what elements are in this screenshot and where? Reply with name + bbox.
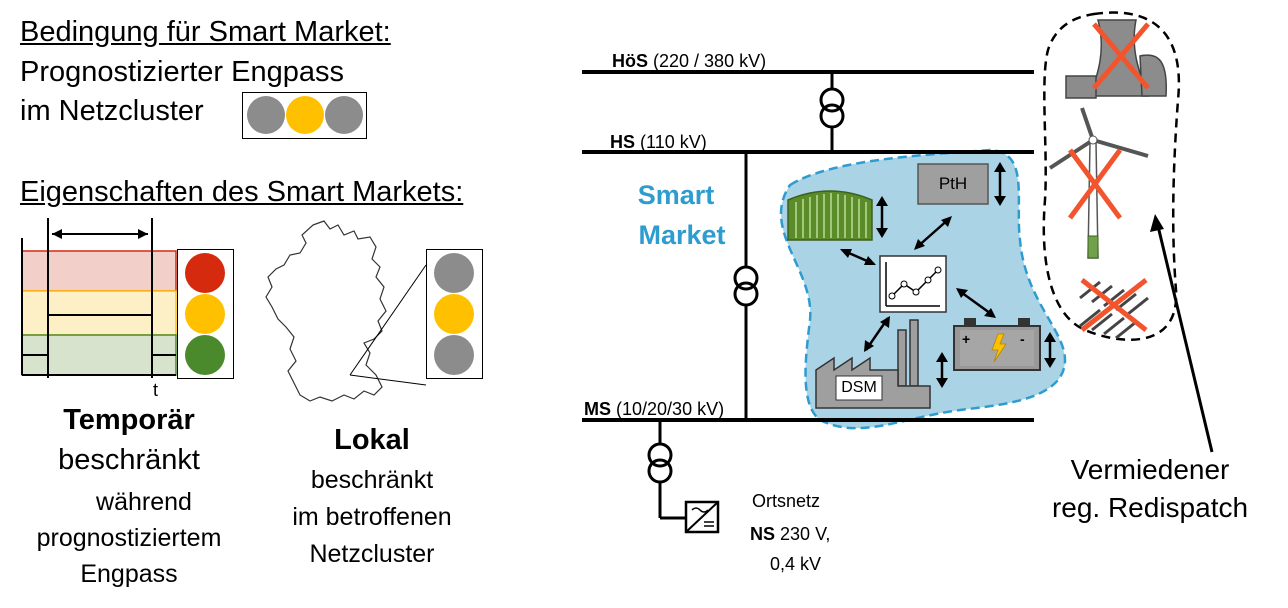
hs-label: HS (110 kV) [610, 132, 707, 153]
light-grey-icon [434, 335, 474, 375]
temporal-title: Temporär [63, 404, 195, 436]
svg-text:-: - [1020, 331, 1025, 347]
light-grey-icon [325, 96, 363, 134]
condition-traffic-light-icon [242, 92, 367, 139]
ns-label: NS 230 V, [750, 524, 830, 545]
condition-heading: Bedingung für Smart Market: [20, 16, 391, 48]
ortsnetz-label: Ortsnetz [752, 491, 821, 511]
light-yellow-icon [286, 96, 324, 134]
battery-icon: + - [953, 318, 1056, 371]
ortsnetz-station-icon [684, 500, 720, 534]
transformer-icon [733, 152, 759, 420]
ms-label: MS (10/20/30 kV) [584, 399, 724, 420]
temporal-chart [21, 218, 177, 378]
wind-turbine-icon [1048, 107, 1149, 259]
light-grey-icon [247, 96, 285, 134]
pth-label: PtH [938, 174, 968, 193]
smart-market-title-1: Smart [637, 180, 715, 210]
local-traffic-light-icon [426, 249, 483, 379]
ns-level: NS [750, 524, 776, 544]
transformer-icon [647, 420, 686, 520]
properties-heading: Eigenschaften des Smart Markets: [20, 176, 464, 208]
light-yellow-icon [185, 294, 225, 334]
transformer-icon [819, 72, 845, 152]
light-yellow-icon [434, 294, 474, 334]
hos-level: HöS [612, 51, 648, 71]
hos-voltage: (220 / 380 kV) [653, 51, 767, 71]
load-profile [22, 314, 176, 356]
pth-box [917, 162, 1006, 206]
light-green-icon [185, 335, 225, 375]
light-grey-icon [434, 253, 474, 293]
dsm-label: DSM [841, 379, 877, 396]
temporal-detail-2: prognostiziertem [36, 524, 222, 552]
solar-panel-icon [1079, 278, 1149, 340]
biogas-plant-icon [787, 190, 888, 241]
ns-voltage-2: 0,4 kV [770, 554, 822, 574]
local-sub-3: Netzcluster [309, 540, 435, 568]
light-red-icon [185, 253, 225, 293]
power-plant-icon [1065, 19, 1167, 99]
temporal-detail-1: während [96, 488, 192, 516]
temporal-detail-3: Engpass [80, 560, 178, 588]
ms-level: MS [584, 399, 611, 419]
hs-level: HS [610, 132, 636, 152]
ms-voltage: (10/20/30 kV) [616, 399, 725, 419]
germany-map [265, 220, 427, 402]
svg-text:+: + [962, 331, 970, 347]
hs-voltage: (110 kV) [640, 132, 707, 152]
redispatch-region [1042, 11, 1181, 341]
redispatch-line-1: Vermiedener [1070, 454, 1230, 485]
local-sub-2: im betroffenen [292, 503, 452, 531]
temporal-traffic-light-icon [177, 249, 234, 379]
temporal-sub: beschränkt [58, 444, 200, 476]
factory-icon [815, 319, 948, 409]
market-chart-icon [879, 255, 947, 313]
redispatch-line-2: reg. Redispatch [1051, 492, 1249, 523]
condition-line-1: Prognostizierter Engpass [20, 56, 344, 88]
local-title: Lokal [334, 424, 410, 456]
ns-voltage: 230 V, [780, 524, 831, 544]
redispatch-arrow [1156, 225, 1214, 453]
time-axis-label: t [153, 380, 159, 400]
condition-line-2: im Netzcluster [20, 95, 204, 127]
local-sub-1: beschränkt [310, 466, 434, 494]
smart-market-title-2: Market [638, 220, 726, 250]
hos-label: HöS (220 / 380 kV) [612, 51, 766, 72]
